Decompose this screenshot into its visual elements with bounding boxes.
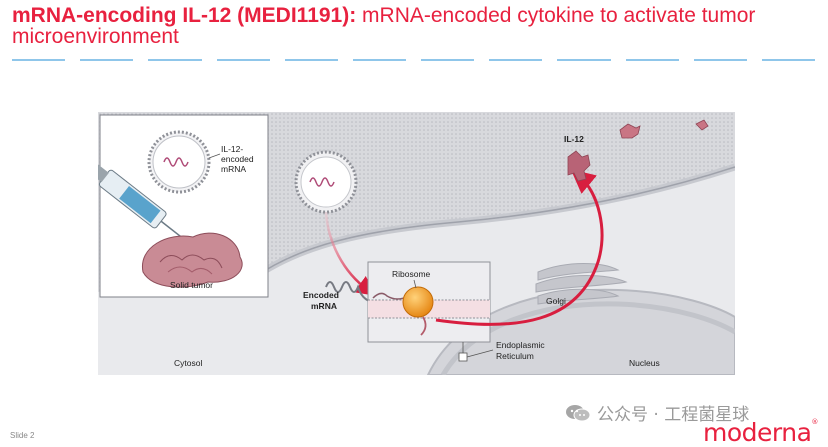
inset-label-mrna-3: mRNA (221, 164, 246, 174)
encoded-label-2: mRNA (311, 301, 337, 311)
title-divider (12, 59, 816, 62)
inset-label-mrna-1: IL-12- (221, 144, 243, 154)
watermark-text: 公众号 · 工程菌星球 (597, 405, 750, 425)
ribosome (402, 286, 434, 318)
er-pointer (458, 352, 468, 362)
brand-name: moderna (703, 418, 812, 447)
ribosome-label: Ribosome (392, 269, 431, 279)
er-ribosome-inset: Ribosome (367, 261, 491, 343)
encoded-label-1: Encoded (303, 290, 339, 300)
mechanism-figure: Solid tumor IL-12- encoded mRNA Encoded … (98, 112, 735, 375)
il12-protein-2 (619, 123, 641, 139)
inset-panel: Solid tumor IL-12- encoded mRNA (98, 114, 269, 298)
er-label-1: Endoplasmic (496, 340, 545, 350)
brand-logo: moderna® (703, 418, 818, 447)
cytosol-label: Cytosol (174, 358, 202, 368)
uptake-arrow (324, 211, 377, 296)
secretion-arrow (435, 169, 604, 326)
lipid-nanoparticle (294, 150, 358, 214)
il12-label: IL-12 (564, 134, 584, 144)
nucleus-label: Nucleus (629, 358, 660, 368)
er-label-2: Reticulum (496, 351, 534, 361)
slide-title-rest: mRNA-encoded cytokine to activate tumor … (12, 4, 756, 48)
watermark: 公众号 · 工程菌星球 (565, 400, 749, 425)
wechat-icon (566, 404, 591, 421)
inset-label-tumor: Solid tumor (170, 280, 213, 290)
figure-illustration: Solid tumor IL-12- encoded mRNA Encoded … (98, 112, 735, 375)
slide-title-bold: mRNA-encoding IL-12 (MEDI1191): (12, 4, 357, 27)
inset-label-mrna-2: encoded (221, 154, 254, 164)
slide-number: Slide 2 (10, 431, 35, 440)
il12-protein-3 (695, 119, 709, 131)
golgi-label: Golgi (546, 296, 566, 306)
slide-title: mRNA-encoding IL-12 (MEDI1191): mRNA-enc… (12, 5, 812, 47)
encoded-mrna-strand (325, 281, 389, 304)
brand-mark: ® (811, 418, 818, 426)
il12-protein (567, 150, 591, 182)
